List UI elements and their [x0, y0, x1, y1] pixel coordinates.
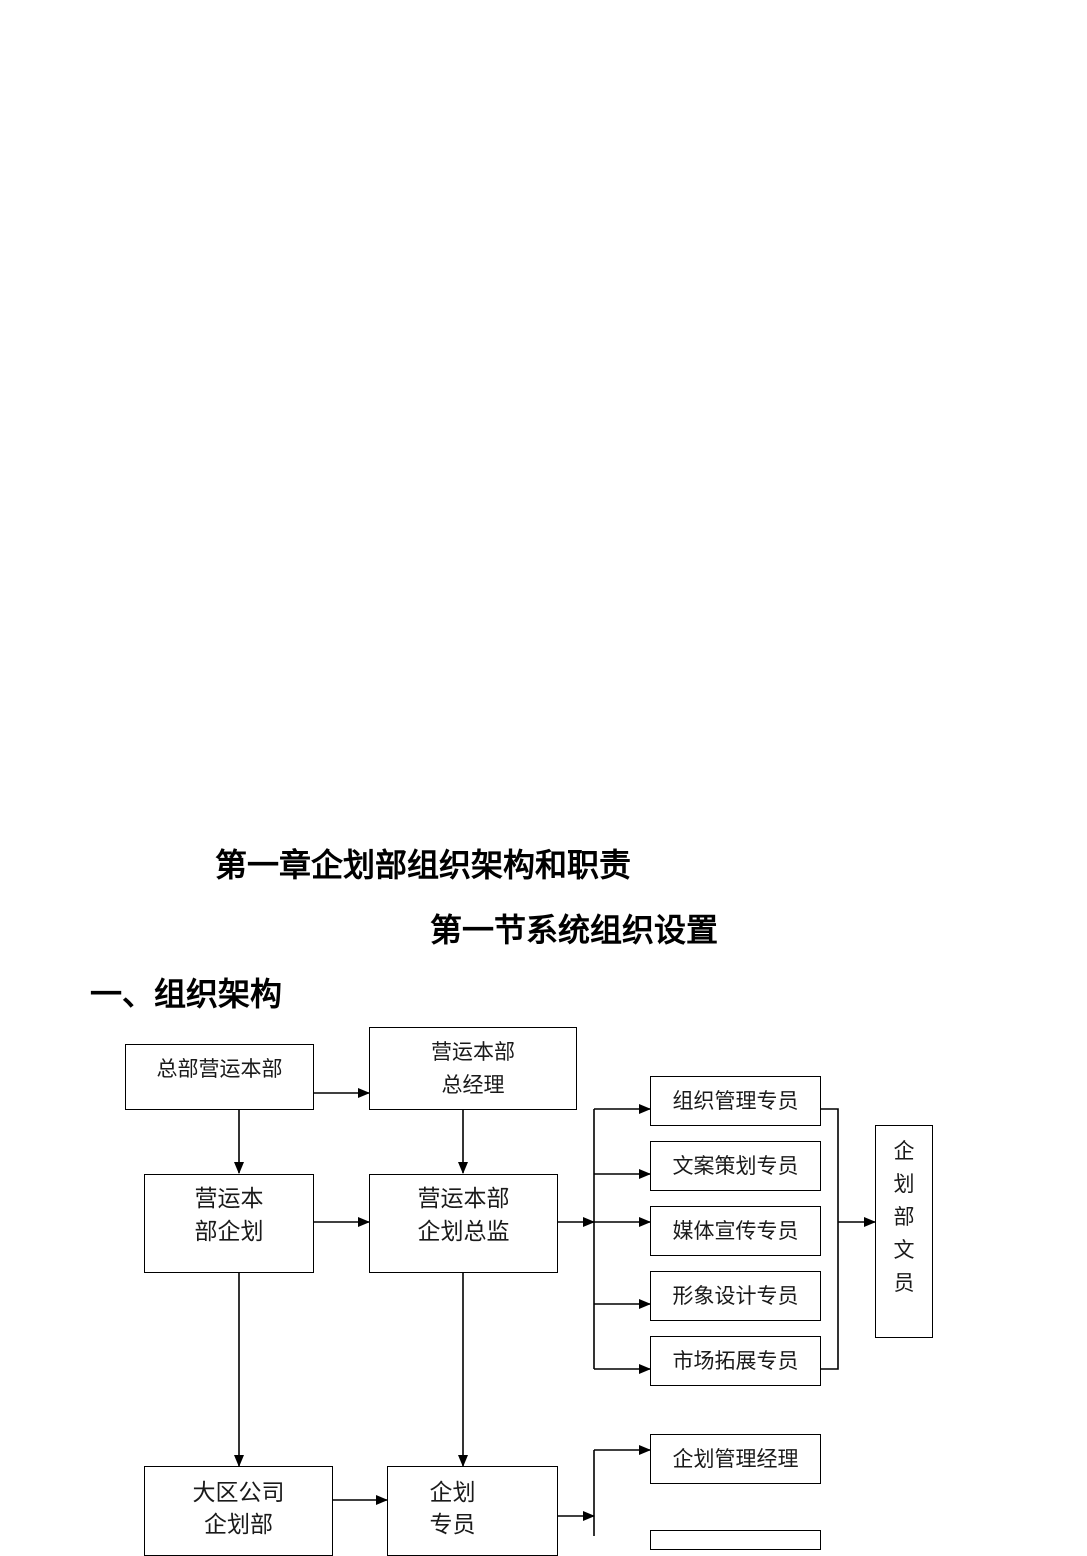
box-planning-clerk-char: 企: [893, 1139, 915, 1163]
box-specialist-label: 文案策划专员: [672, 1154, 799, 1178]
chapter-title: 第一章企划部组织架构和职责: [215, 846, 632, 884]
box-ops-general-manager-line2: 总经理: [441, 1073, 505, 1097]
box-region-planning-line2: 企划部: [204, 1512, 273, 1538]
box-hq-operations: 总部营运本部: [125, 1044, 314, 1110]
box-region-planning-line1: 大区公司: [192, 1480, 285, 1506]
box-ops-planning-line2: 部企划: [194, 1219, 264, 1245]
box-specialist-media: 媒体宣传专员: [650, 1206, 821, 1256]
box-specialist-label: 组织管理专员: [672, 1089, 799, 1113]
box-specialist-image-design: 形象设计专员: [650, 1271, 821, 1321]
box-ops-planning: 营运本 部企划: [144, 1174, 314, 1273]
box-specialist-label: 形象设计专员: [672, 1284, 799, 1308]
box-specialist-org-management: 组织管理专员: [650, 1076, 821, 1126]
box-planning-director: 营运本部 企划总监: [369, 1174, 558, 1273]
box-planning-specialist-line1: 企划: [429, 1480, 476, 1506]
box-region-planning: 大区公司 企划部: [144, 1466, 333, 1556]
box-ops-general-manager-line1: 营运本部: [431, 1040, 515, 1064]
box-planning-manager-label: 企划管理经理: [672, 1447, 799, 1471]
box-planning-clerk-char: 员: [893, 1271, 915, 1295]
box-specialist-copywriting: 文案策划专员: [650, 1141, 821, 1191]
specialist-bracket: [820, 1108, 839, 1370]
section-title: 第一节系统组织设置: [430, 911, 719, 949]
box-specialist-label: 市场拓展专员: [672, 1349, 799, 1373]
box-ops-planning-line1: 营运本: [194, 1186, 264, 1212]
box-planning-clerk-char: 划: [893, 1172, 915, 1196]
box-planning-director-line1: 营运本部: [417, 1186, 510, 1212]
box-planning-director-line2: 企划总监: [417, 1219, 510, 1245]
box-ops-general-manager: 营运本部 总经理: [369, 1027, 577, 1110]
box-planning-clerk: 企 划 部 文 员: [875, 1125, 933, 1338]
box-hq-operations-label: 总部营运本部: [156, 1057, 283, 1081]
subsection-title: 一、组织架构: [90, 975, 283, 1013]
box-partial-bottom: [650, 1530, 821, 1550]
box-specialist-market-expansion: 市场拓展专员: [650, 1336, 821, 1386]
box-planning-specialist: 企划 专员: [387, 1466, 558, 1556]
box-planning-clerk-char: 部: [893, 1205, 915, 1229]
box-planning-clerk-char: 文: [893, 1238, 915, 1262]
box-planning-manager: 企划管理经理: [650, 1434, 821, 1484]
box-specialist-label: 媒体宣传专员: [672, 1219, 799, 1243]
box-planning-specialist-line2: 专员: [429, 1512, 476, 1538]
